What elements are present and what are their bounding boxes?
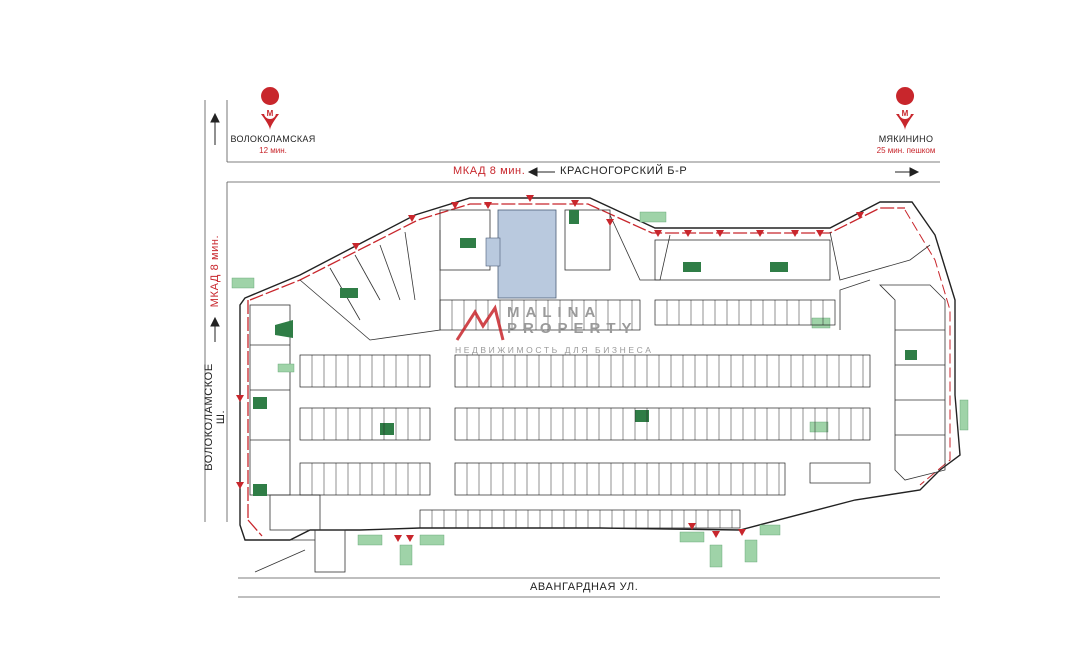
metro-m-icon: М (896, 87, 915, 130)
entrance-marker-icon (352, 243, 360, 250)
entrance-marker-icon (856, 212, 864, 219)
mkad-label: МКАД (453, 165, 487, 177)
arrow-right-icon (895, 167, 920, 177)
highlighted-premises (497, 209, 557, 299)
parking-stall-lines (311, 300, 864, 528)
arrow-up-icon (210, 112, 220, 145)
entrance-marker-icon (571, 200, 579, 207)
entrance-marker-icon (408, 215, 416, 222)
entrance-marker-icon (684, 230, 692, 237)
entrance-marker-icon (756, 230, 764, 237)
red-perimeter (247, 203, 905, 537)
road-label-mkad-west: МКАД 8 мин. (209, 226, 221, 316)
watermark-line2: PROPERTY (507, 320, 638, 337)
arrow-left-icon (527, 167, 555, 177)
entrance-marker-icon (716, 230, 724, 237)
entrance-marker-icon (688, 523, 696, 530)
road-label-mkad-north: МКАД 8 мин. (453, 165, 525, 177)
shop-block-north-west (299, 209, 931, 341)
entrance-marker-icon (738, 529, 746, 536)
shop-block-west (249, 304, 321, 531)
entrance-marker-icon (654, 230, 662, 237)
road-label-avangardnaya: АВАНГАРДНАЯ УЛ. (530, 581, 639, 593)
metro-station-name: МЯКИНИНО (878, 134, 934, 144)
mkad-time: 8 мин. (209, 234, 221, 271)
entrance-zone (231, 211, 969, 568)
building-outline (239, 197, 961, 541)
mkad-label: МКАД (209, 274, 221, 308)
metro-travel-time: 12 мин. (259, 146, 287, 155)
metro-travel-time: 25 мин. пешком (876, 146, 936, 155)
watermark-tagline: НЕДВИЖИМОСТЬ ДЛЯ БИЗНЕСА (455, 345, 654, 355)
green-unit (253, 210, 917, 496)
logo-m-icon (455, 304, 505, 341)
arrow-up-icon (210, 316, 220, 342)
entrance-marker-icon (606, 219, 614, 226)
svg-text:М: М (267, 109, 274, 118)
entrance-marker-icon (816, 230, 824, 237)
shop-block-east (839, 279, 946, 481)
service-building (254, 529, 346, 573)
parking-grid (299, 299, 871, 529)
metro-m-icon: М (261, 87, 280, 130)
entrance-marker-icon (712, 531, 720, 538)
entrance-marker-icon (394, 535, 402, 542)
entrance-marker-icon (236, 195, 864, 542)
svg-text:М: М (902, 109, 909, 118)
entrance-marker-icon (791, 230, 799, 237)
watermark-line1: MALINA (507, 304, 602, 321)
road-label-krasnogorsky: КРАСНОГОРСКИЙ Б-Р (560, 165, 688, 177)
entrance-marker-icon (451, 202, 459, 209)
entrance-marker-icon (236, 482, 244, 489)
entrance-marker-icon (406, 535, 414, 542)
metro-station-name: ВОЛОКОЛАМСКАЯ (230, 134, 316, 144)
mkad-time: 8 мин. (489, 165, 526, 177)
entrance-marker-icon (236, 395, 244, 402)
entrance-marker-icon (526, 195, 534, 202)
entrance-marker-icon (484, 202, 492, 209)
road-label-volokolamskoe: ВОЛОКОЛАМСКОЕ Ш. (203, 363, 227, 471)
red-perimeter-east (904, 209, 951, 486)
